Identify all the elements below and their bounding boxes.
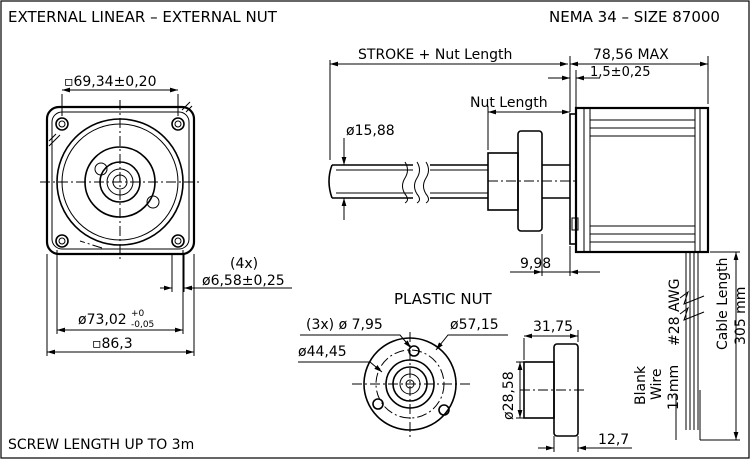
wire-leads: #28 AWG Cable Length 305 mm Blank Wire 1… <box>633 251 749 441</box>
nut-length-dim: 31,75 <box>533 319 573 335</box>
plastic-nut: PLASTIC NUT (3x) ø 7,95 ø57,15 ø44,45 ø2… <box>298 290 632 452</box>
cable-length: Cable Length <box>715 258 731 350</box>
nut-od: ø57,15 <box>450 317 499 333</box>
side-view: STROKE + Nut Length 78,56 MAX 1,5±0,25 N… <box>328 47 710 276</box>
stroke-label: STROKE + Nut Length <box>358 47 512 63</box>
nut-bore: ø28,58 <box>501 371 517 420</box>
dim-square-86: ▫86,3 <box>92 336 133 352</box>
dim-pilot-tol-plus: +0 <box>131 309 145 319</box>
wire-label: Wire <box>649 369 665 401</box>
screw-diameter: ø15,88 <box>346 123 395 139</box>
flange-thickness: 1,5±0,25 <box>590 65 651 80</box>
dim-pilot-tol-minus: -0,05 <box>131 320 154 330</box>
dim-pilot-73: ø73,02 <box>78 312 127 328</box>
nut-holes: (3x) ø 7,95 <box>306 317 383 333</box>
dim-9-98: 9,98 <box>520 256 551 272</box>
max-length: 78,56 MAX <box>593 47 669 63</box>
plastic-nut-title: PLASTIC NUT <box>394 290 493 308</box>
dim-square-69: ▫69,34±0,20 <box>64 74 156 90</box>
nut-bolt-circle: ø44,45 <box>298 344 347 360</box>
nut-length: Nut Length <box>470 95 548 111</box>
cable-length-mm: 305 mm <box>733 287 749 345</box>
hole-count: (4x) <box>230 256 258 272</box>
hole-dia: ø6,58±0,25 <box>202 273 285 289</box>
title-right: NEMA 34 – SIZE 87000 <box>549 8 720 26</box>
wire-awg: #28 AWG <box>667 279 683 347</box>
footer-note: SCREW LENGTH UP TO 3m <box>8 437 194 453</box>
nut-flange-dim: 12,7 <box>598 432 629 448</box>
blank-label: Blank <box>633 365 649 405</box>
wire-mm: 13mm <box>666 365 682 410</box>
front-view: ▫69,34±0,20 (4x) ø6,58±0,25 ø73,02 +0 -0… <box>40 74 292 356</box>
title-left: EXTERNAL LINEAR – EXTERNAL NUT <box>8 8 278 26</box>
